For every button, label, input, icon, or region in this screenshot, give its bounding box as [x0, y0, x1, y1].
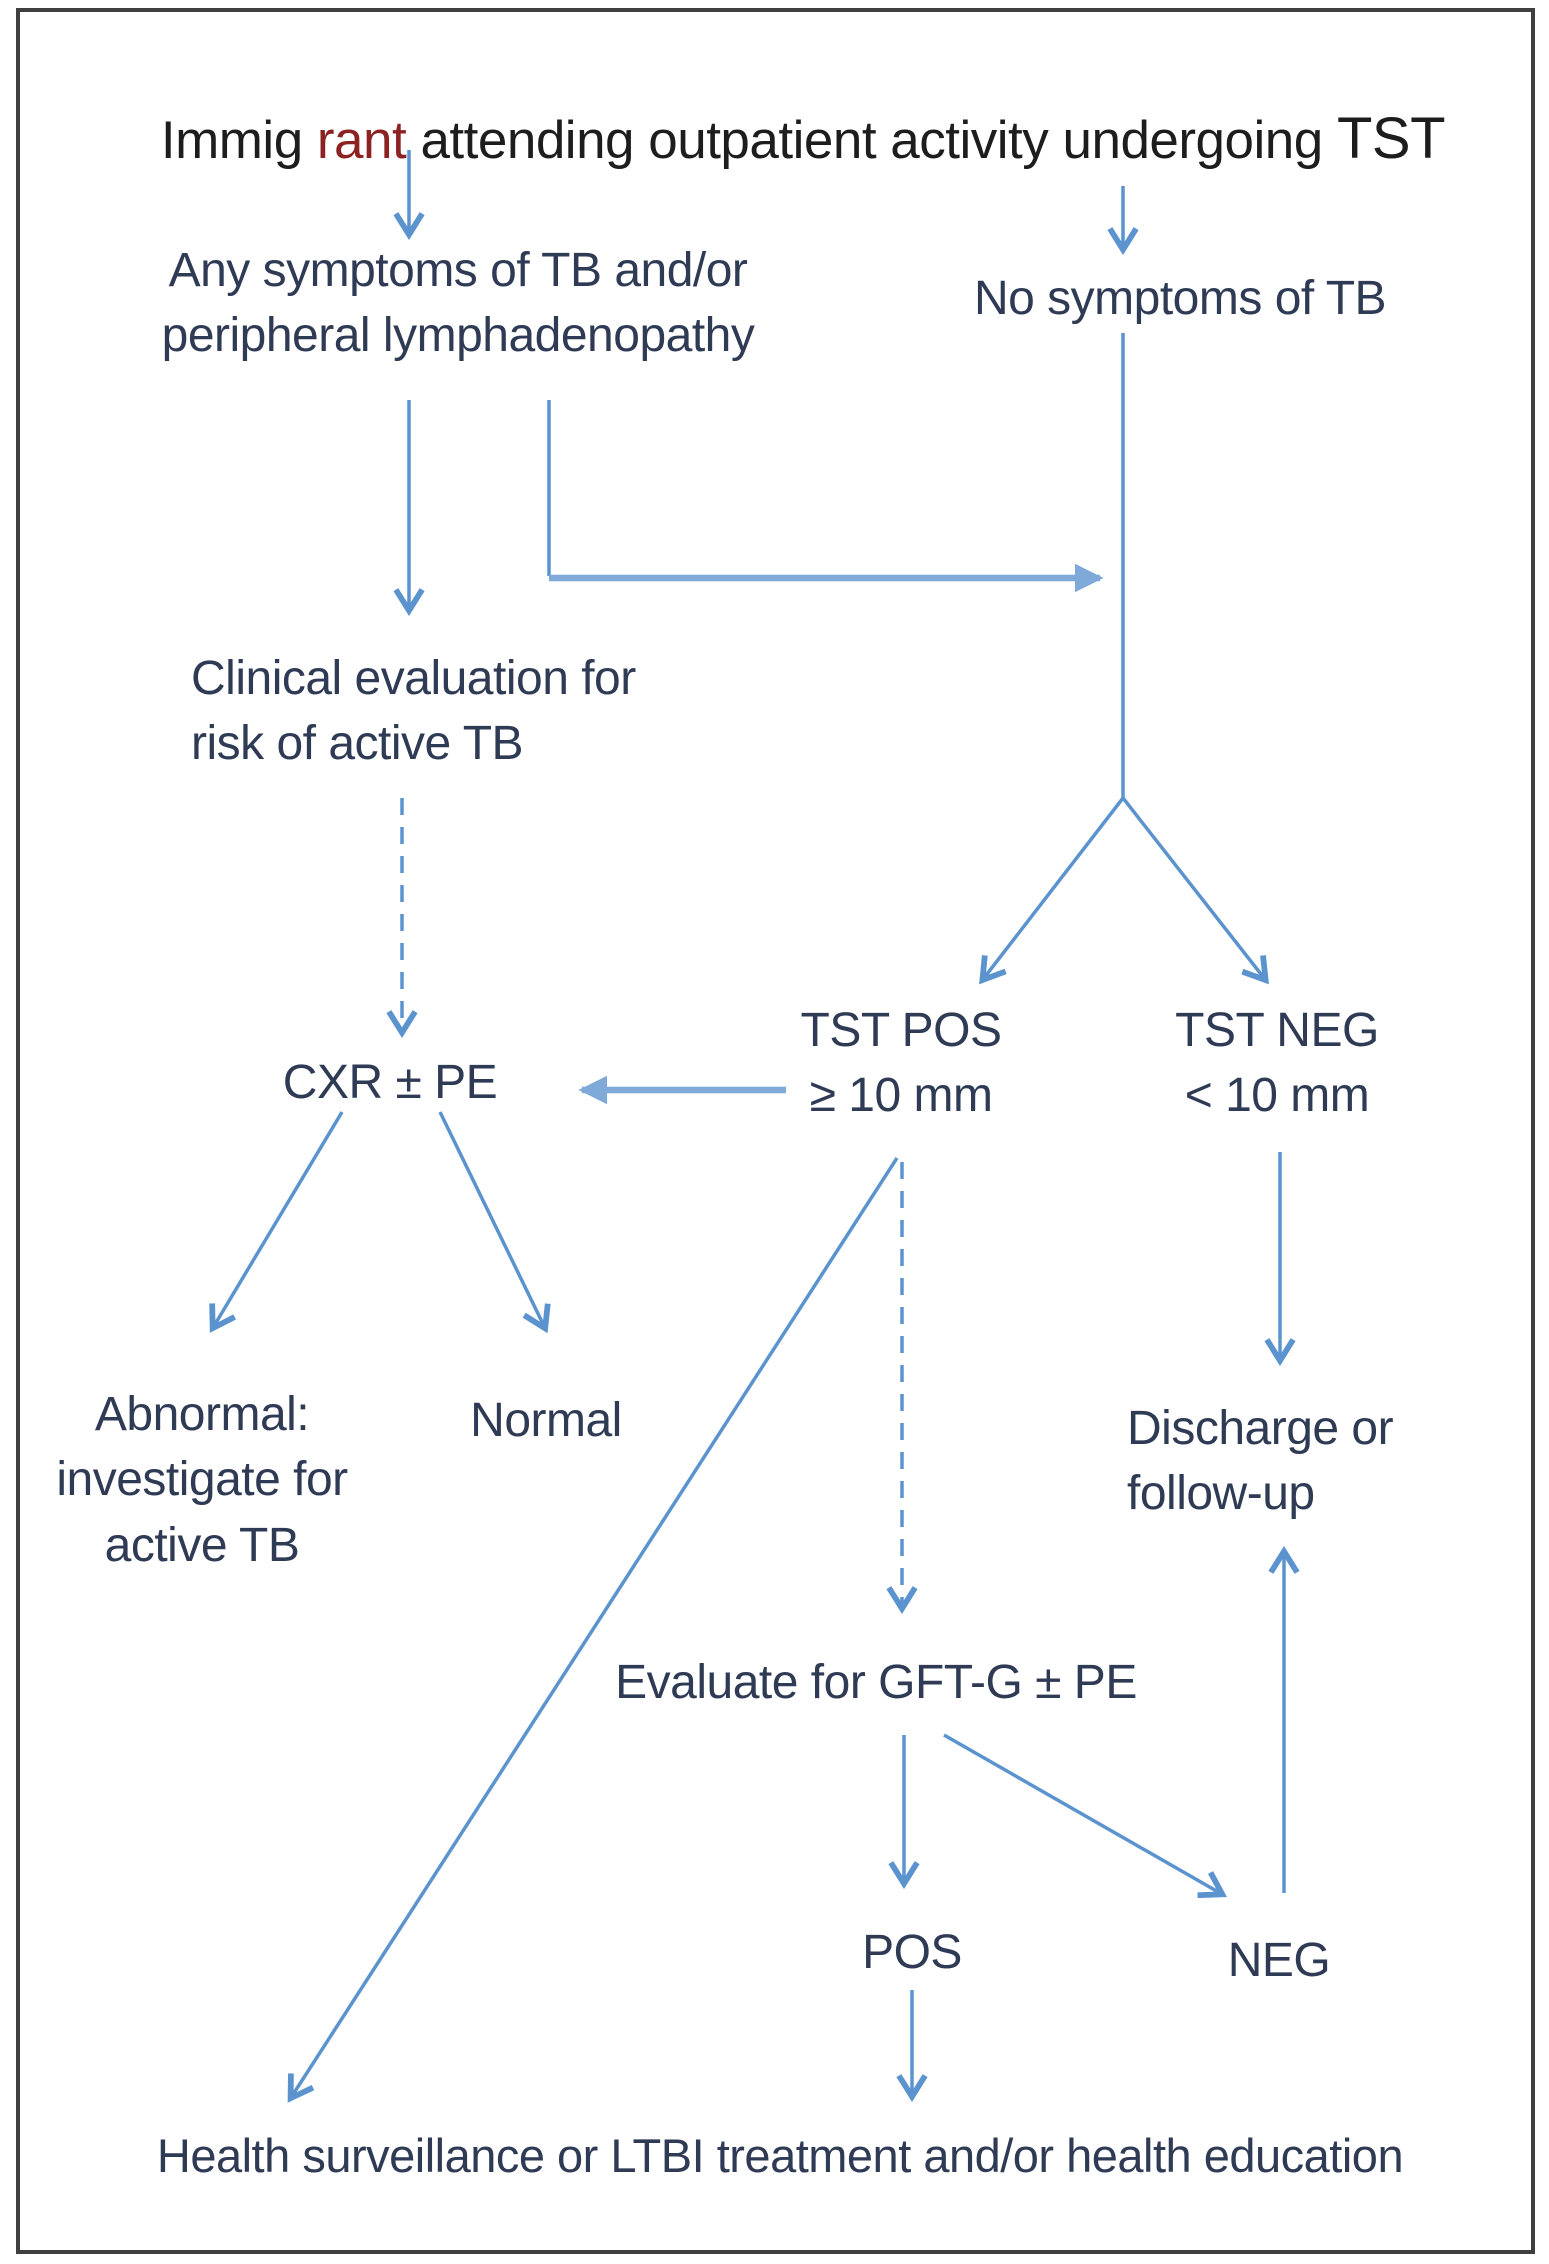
title-part-accent: rant	[302, 110, 421, 170]
title-part-3: attending outpatient activity undergoing	[420, 110, 1337, 170]
node-pos: POS	[862, 1926, 962, 1979]
title-part-tst: TST	[1336, 105, 1446, 171]
edge-cxr-to-abnormal	[214, 1111, 344, 1326]
node-normal: Normal	[470, 1394, 622, 1447]
node-discharge-follow-up: Discharge or follow-up	[1127, 1402, 1394, 1521]
edge-tst-pos-to-outcome-diagonal	[292, 1157, 899, 2096]
page-title: Immig rant attending outpatient activity…	[0, 40, 1549, 237]
node-tst-pos: TST POS ≥ 10 mm	[800, 1004, 1003, 1123]
node-any-symptoms: Any symptoms of TB and/or peripheral lym…	[161, 244, 755, 363]
node-neg: NEG	[1227, 1934, 1331, 1987]
node-tst-neg: TST NEG < 10 mm	[1175, 1004, 1379, 1123]
flowchart-border	[16, 8, 1535, 2254]
node-clinical-evaluation: Clinical evaluation for risk of active T…	[191, 652, 636, 771]
edge-split-to-tst-neg	[1121, 796, 1264, 978]
node-evaluate-gft: Evaluate for GFT-G ± PE	[615, 1656, 1137, 1709]
edge-evaluate-to-neg	[943, 1733, 1220, 1893]
edge-split-to-tst-pos	[984, 796, 1125, 978]
title-part-1: Immig	[160, 110, 303, 170]
node-outcome: Health surveillance or LTBI treatment an…	[156, 2129, 1404, 2182]
node-no-symptoms: No symptoms of TB	[973, 272, 1387, 325]
node-abnormal: Abnormal: investigate for active TB	[56, 1388, 348, 1572]
node-cxr-pe: CXR ± PE	[282, 1056, 498, 1109]
edge-cxr-to-normal	[438, 1111, 544, 1326]
